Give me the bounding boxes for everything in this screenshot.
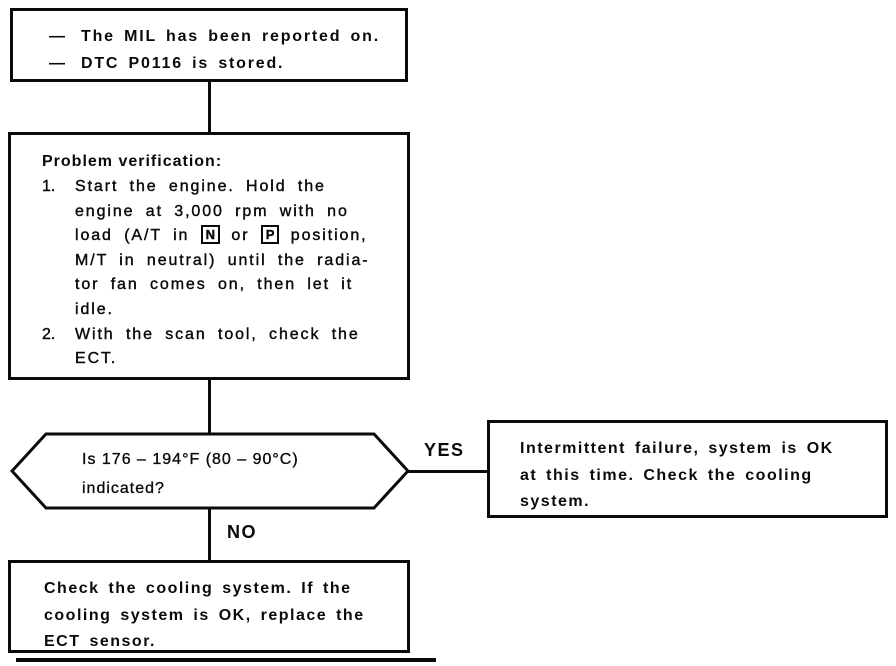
intermittent-failure-box: Intermittent failure, system is OK at th…	[487, 420, 888, 518]
mil-reported-line: — The MIL has been reported on.	[13, 23, 405, 50]
dtc-stored-line: — DTC P0116 is stored.	[13, 50, 405, 77]
problem-verification-box: Problem verification: 1. Start the engine…	[8, 132, 410, 380]
decision-question-line1: Is 176 – 194°F (80 – 90°C)	[82, 451, 299, 468]
scan-artifact-line	[16, 658, 436, 662]
yes-box-line3: system.	[520, 493, 591, 510]
gear-position-n-key: N	[200, 225, 221, 245]
decision-hexagon: Is 176 – 194°F (80 – 90°C) indicated?	[9, 432, 411, 510]
dash-bullet: —	[49, 28, 65, 45]
step1-text3a: load (A/T in	[75, 227, 201, 245]
yes-box-line1: Intermittent failure, system is OK	[520, 440, 834, 457]
step1-line1: 1. Start the engine. Hold the	[42, 175, 401, 200]
connector-start-to-verification	[208, 80, 211, 134]
connector-verification-to-decision	[208, 378, 211, 434]
step1-line4: M/T in neutral) until the radia-	[75, 251, 370, 269]
start-condition-box: — The MIL has been reported on. — DTC P0…	[10, 8, 408, 82]
dash-bullet: —	[49, 55, 65, 72]
no-box-line3: ECT sensor.	[44, 633, 156, 650]
no-box-line1: Check the cooling system. If the	[44, 580, 352, 597]
decision-question: Is 176 – 194°F (80 – 90°C) indicated?	[82, 445, 299, 503]
verification-title: Problem verification:	[42, 153, 223, 170]
step1-line2: engine at 3,000 rpm with no	[75, 202, 349, 220]
step1-line3: load (A/T in N or P position,	[42, 224, 401, 249]
mil-reported-text: The MIL has been reported on.	[81, 28, 380, 45]
step2-line1: 2. With the scan tool, check the	[42, 323, 401, 348]
yes-branch-label: YES	[424, 440, 465, 460]
decision-hexagon-shape	[9, 432, 411, 510]
step2-line2: ECT.	[75, 350, 118, 368]
gear-position-p-key: P	[260, 225, 280, 245]
step1-text3c: position,	[279, 227, 368, 245]
decision-question-line2: indicated?	[82, 480, 165, 497]
step1-number: 1.	[42, 178, 56, 195]
connector-decision-to-yes-box	[406, 470, 490, 473]
no-branch-label: NO	[227, 522, 257, 542]
step1-line6: idle.	[75, 300, 114, 318]
step1-text1: Start the engine. Hold the	[75, 178, 326, 195]
connector-decision-to-no-box	[208, 508, 211, 561]
step1-line5: tor fan comes on, then let it	[75, 276, 354, 294]
step2-number: 2.	[42, 325, 56, 343]
no-box-line2: cooling system is OK, replace the	[44, 606, 365, 624]
yes-box-line2: at this time. Check the cooling	[520, 466, 813, 484]
step2-text1: With the scan tool, check the	[75, 325, 360, 343]
dtc-stored-text: DTC P0116 is stored.	[81, 55, 285, 72]
check-cooling-system-box: Check the cooling system. If the cooling…	[8, 560, 410, 653]
step1-text3b: or	[220, 227, 261, 245]
